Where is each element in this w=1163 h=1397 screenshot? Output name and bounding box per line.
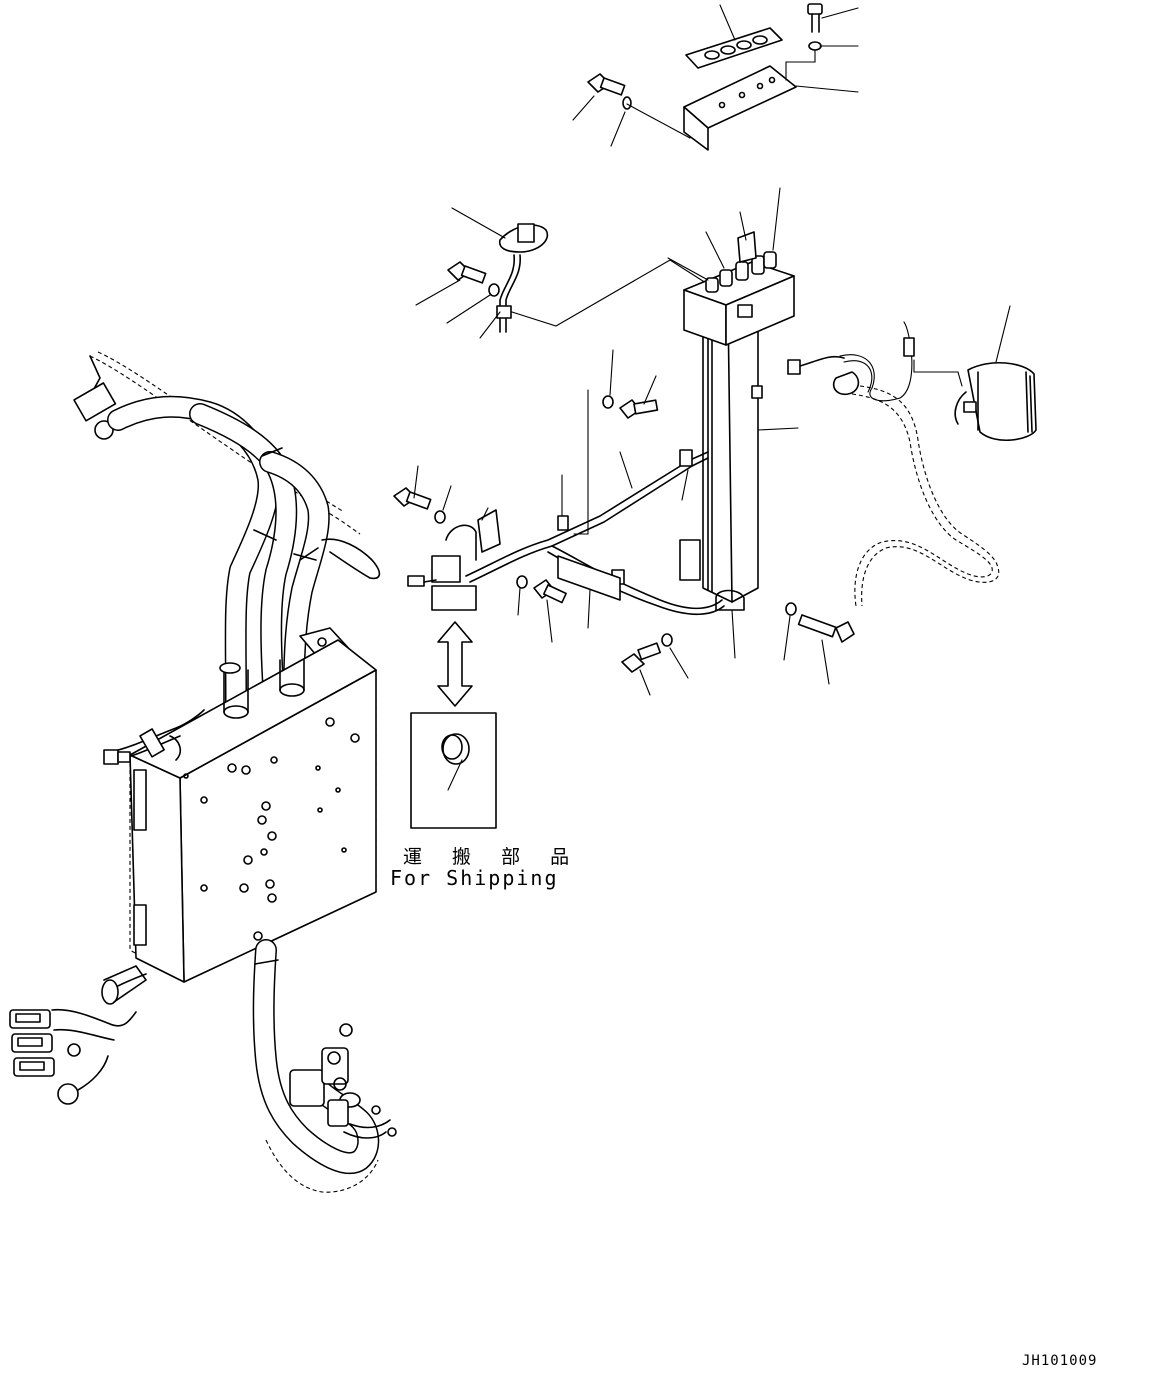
drawing-number: JH101009 <box>1022 1353 1098 1369</box>
left-harness <box>73 351 381 711</box>
shipping-part-frame <box>410 712 497 829</box>
shipping-label-en: For Shipping <box>390 866 559 890</box>
shipping-label-jp: 運 搬 部 品 <box>403 846 582 868</box>
lamp-assembly <box>787 305 1037 607</box>
middle-harness <box>393 349 855 696</box>
relay-column <box>667 187 799 611</box>
shipping-callout <box>410 621 497 829</box>
bracket-assembly <box>572 3 859 151</box>
upper-connector <box>415 207 707 339</box>
controller-box <box>9 639 397 1193</box>
